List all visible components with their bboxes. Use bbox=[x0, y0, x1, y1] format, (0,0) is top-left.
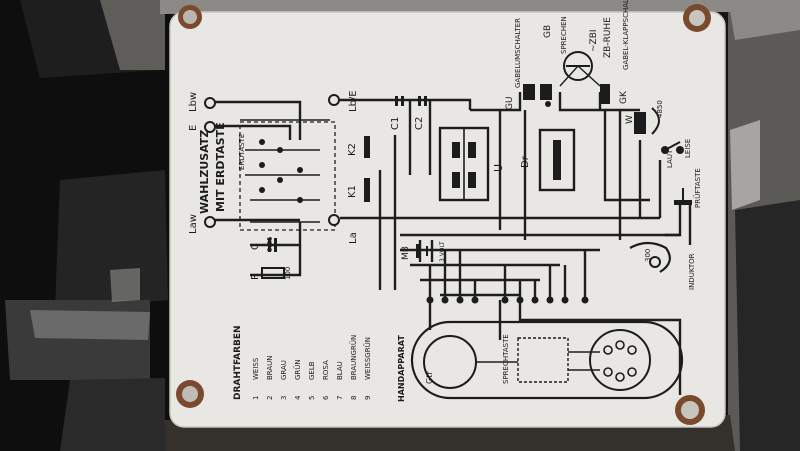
label-gabel-klappschalter: GABEL-KLAPPSCHALTER bbox=[622, 0, 630, 70]
gb-switch bbox=[559, 51, 601, 87]
legend-name-6: ROSA bbox=[322, 360, 330, 380]
label-c2: C2 bbox=[414, 117, 425, 130]
label-c: C bbox=[250, 243, 261, 250]
bell-w bbox=[634, 107, 660, 135]
legend-name-3: GRAU bbox=[280, 360, 288, 380]
label-prueftaste: PRÜFTASTE bbox=[693, 168, 702, 208]
terminal-e bbox=[204, 121, 216, 133]
label-induktor: INDUKTOR bbox=[688, 253, 696, 290]
screw-bottom-right bbox=[675, 395, 705, 425]
battery-mb bbox=[416, 244, 428, 258]
right-housing bbox=[728, 0, 800, 451]
legend-name-1: WEISS bbox=[252, 357, 260, 380]
label-c1: C1 bbox=[390, 117, 401, 130]
legend-num-7: 7 bbox=[336, 396, 344, 400]
label-w: W bbox=[625, 115, 635, 124]
terminal-law bbox=[204, 216, 216, 228]
legend-num-5: 5 bbox=[308, 396, 316, 400]
legend-num-8: 8 bbox=[350, 396, 358, 400]
label-term-law: Law bbox=[188, 214, 199, 234]
label-3-volt: 3 VOLT bbox=[439, 241, 446, 262]
label-gabelumschalter: GABELUMSCHALTER bbox=[514, 18, 522, 88]
label-term-lbe: Lb/E bbox=[348, 90, 359, 112]
capacitor-c1 bbox=[395, 96, 404, 106]
left-housing bbox=[0, 0, 170, 451]
legend-num-6: 6 bbox=[322, 395, 330, 400]
label-term-la: La bbox=[348, 232, 359, 244]
label-term-e: E bbox=[188, 125, 199, 131]
label-wahlzusatz: WAHLZUSATZ bbox=[198, 130, 211, 214]
legend-name-4: GRÜN bbox=[293, 359, 302, 380]
label-mit-erdtaste: MIT ERDTASTE bbox=[214, 122, 227, 212]
label-handapparat: HANDAPPARAT bbox=[397, 335, 406, 402]
label-k2: K2 bbox=[347, 143, 358, 156]
prueftaste-switch bbox=[674, 188, 692, 205]
label-sprechen: SPRECHEN bbox=[560, 16, 568, 54]
legend-num-2: 2 bbox=[266, 396, 274, 400]
label-gu: GU bbox=[505, 96, 515, 110]
resistor-r bbox=[261, 267, 285, 279]
label-term-lbw: Lbw bbox=[188, 92, 199, 112]
gu-switch bbox=[523, 84, 552, 107]
label-300: 300 bbox=[644, 249, 652, 262]
gk-switch bbox=[600, 84, 610, 104]
capacitor-c2 bbox=[418, 96, 427, 106]
legend-num-9: 9 bbox=[364, 396, 372, 400]
laut-leise-switch bbox=[661, 141, 684, 154]
screw-top-left bbox=[178, 5, 202, 29]
circuit-wiring bbox=[210, 92, 692, 395]
wahlzusatz-contacts bbox=[259, 139, 303, 203]
label-gb: GB bbox=[543, 25, 553, 38]
legend-num-3: 3 bbox=[280, 396, 288, 400]
terminal-strip bbox=[426, 296, 589, 304]
screw-top-right bbox=[683, 4, 711, 32]
legend-num-1: 1 bbox=[252, 396, 260, 400]
legend-num-4: 4 bbox=[294, 395, 302, 400]
label-mb: MB bbox=[401, 246, 411, 260]
induktor bbox=[629, 241, 671, 273]
label-k1: K1 bbox=[347, 185, 358, 198]
capacitor-c bbox=[268, 238, 277, 252]
k2-contact bbox=[364, 136, 370, 158]
label-4850: 4850 bbox=[656, 100, 664, 118]
label-zbi: ~ZBI bbox=[589, 29, 599, 52]
label-gk: GK bbox=[619, 90, 629, 104]
handapparat-outline bbox=[410, 320, 684, 400]
label-gtr: Gtr bbox=[425, 371, 434, 384]
label-drahtfarben: DRAHTFARBEN bbox=[233, 325, 243, 400]
label-r-value: 100 bbox=[284, 267, 292, 280]
label-sprechtaste: SPRECHTASTE bbox=[502, 334, 510, 384]
terminal-lbe bbox=[328, 94, 340, 106]
legend-name-7: BLAU bbox=[336, 361, 344, 380]
transformer-u bbox=[438, 126, 490, 202]
label-c-value: 0.25 bbox=[266, 236, 274, 252]
wire-color-legend: 1 WEISS 2 BRAUN 3 GRAU 4 GRÜN 5 GELB 6 R… bbox=[252, 335, 372, 400]
label-zb-ruhe: ZB-RUHE bbox=[603, 17, 613, 58]
label-r: R bbox=[250, 273, 261, 280]
label-layer: WAHLZUSATZ MIT ERDTASTE ERDTASTE Lbw E L… bbox=[188, 0, 702, 402]
top-bracket bbox=[160, 0, 730, 14]
label-leise: LEISE bbox=[684, 139, 692, 158]
label-erdtaste: ERDTASTE bbox=[238, 134, 246, 170]
legend-name-5: GELB bbox=[308, 361, 316, 380]
terminal-la bbox=[328, 214, 340, 226]
terminal-lbw bbox=[204, 97, 216, 109]
choke-dr bbox=[538, 128, 576, 192]
diagram-plate bbox=[170, 12, 725, 427]
screw-bottom-left bbox=[176, 380, 204, 408]
legend-name-9: WEISSGRÜN bbox=[363, 337, 372, 380]
wahlzusatz-box bbox=[239, 121, 336, 231]
legend-name-2: BRAUN bbox=[266, 355, 274, 380]
label-laut: LAUT bbox=[666, 149, 674, 168]
k1-contact bbox=[364, 178, 370, 202]
legend-name-8: BRAUNGRÜN bbox=[349, 335, 358, 380]
label-dr: Dr bbox=[520, 155, 531, 168]
label-u: U bbox=[492, 164, 505, 172]
